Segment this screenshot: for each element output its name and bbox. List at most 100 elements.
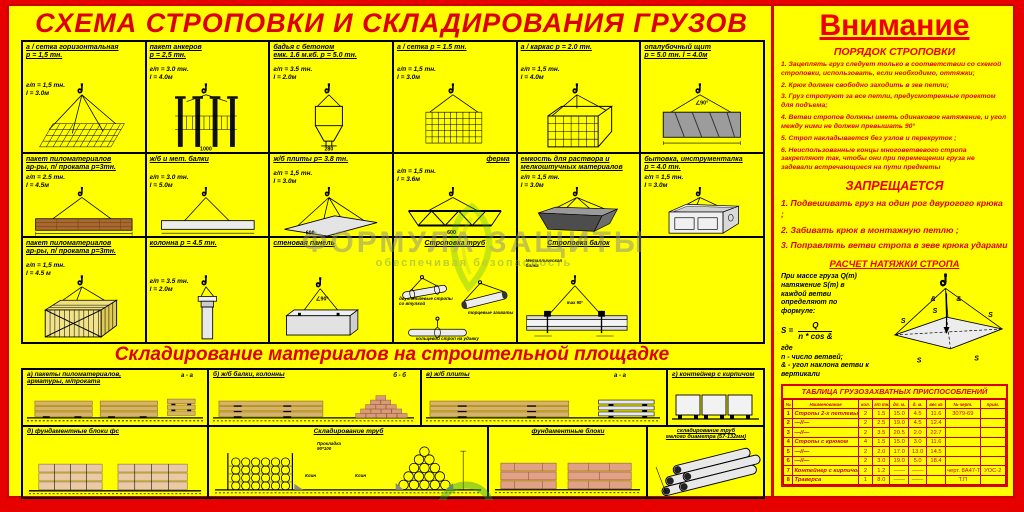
angle-label: ∠90° xyxy=(696,100,709,106)
order-item: 6. Неиспользованные концы многоветвевого… xyxy=(781,146,975,172)
dimension-label: 600 xyxy=(447,230,456,236)
storage-cell-foundation-blocks: фундаментные блоки xyxy=(488,426,647,498)
cell-spec: г/п = 3.5 тн. l = 2.0м xyxy=(273,66,313,82)
formula-fraction: Q n * cos & xyxy=(798,321,833,342)
cell-spec: г/п = 1,5 тн. l = 4.0м xyxy=(520,66,560,82)
cell-title: ж/б и мет. балки xyxy=(149,156,209,163)
cell-lumber-crate: пакет пиломатериалов ар-ры, п/ проката р… xyxy=(22,237,146,343)
poster-inner: СХЕМА СТРОПОВКИ И СКЛАДИРОВАНИЯ ГРУЗОВ а… xyxy=(7,4,1015,500)
cell-spec: г/п = 1,5 тн. l = 3.0м xyxy=(396,66,436,82)
formwork-panel-diagram: ∠90° xyxy=(663,83,742,145)
pipes-storage-diagram xyxy=(214,446,482,494)
storage-cell-title: д) фундаментные блоки фс xyxy=(27,428,120,435)
calc-note: где n - число ветвей; & - угол наклона в… xyxy=(781,344,869,379)
cell-title: Строповка труб xyxy=(424,240,486,247)
devices-table-title: ТАБЛИЦА ГРУЗОЗАХВАТНЫХ ПРИСПОСОБЛЕНИЙ xyxy=(783,386,1006,399)
foundation-blocks-fs-diagram xyxy=(28,463,202,495)
cell-mortar-container: емкость для раствора и мелкоштучных мате… xyxy=(516,153,641,237)
devices-table-head: № Наименование кол. г/п тн. дл. м. д. м.… xyxy=(782,398,1007,410)
cell-frame-cage: а / каркас р = 2.0 тн. г/п = 1,5 тн. l =… xyxy=(516,41,641,153)
pipe-sling-label-2: торцевые захваты xyxy=(467,310,514,315)
cell-title: а / сетка р = 1.5 тн. xyxy=(396,44,467,51)
storage-cell-title: г) контейнер с кирпичом xyxy=(672,371,755,378)
cell-title: ферма xyxy=(486,156,510,163)
storage-row-1: а) пакеты пиломатериалов, арматуры, м/пр… xyxy=(21,368,765,427)
small-pipes-diagram xyxy=(655,446,762,497)
formula-numerator: Q xyxy=(798,321,833,332)
col-header: Наименование xyxy=(792,398,859,410)
devices-table-box: ТАБЛИЦА ГРУЗОЗАХВАТНЫХ ПРИСПОСОБЛЕНИЙ № … xyxy=(781,383,1008,488)
net-diagram xyxy=(425,83,483,144)
cell-anchor-pack: пакет анкеров р = 2,5 тн. г/п = 3.0 тн. … xyxy=(145,41,270,153)
cell-spec: г/п = 1,5 тн. l = 3.0м xyxy=(273,170,313,186)
pipe-storage-label-wedge-1: Клин xyxy=(305,473,317,478)
cell-spec: г/п = 3.5 тн. l = 2.0м xyxy=(149,278,189,294)
beam-label: Металлическая балка xyxy=(525,258,562,269)
cell-column: колонна р = 4.5 тн. г/п = 3.5 тн. l = 2.… xyxy=(145,237,270,343)
storage-cell-title: Складирование труб xyxy=(313,428,384,435)
cell-title: опалубочный щит р = 5.0 тн. l = 4.0м xyxy=(644,44,711,60)
lumber-pack-diagram xyxy=(35,186,133,236)
cell-truss: ферма г/п = 1,5 тн. l = 3.6м 600 xyxy=(392,153,517,237)
col-header: д. м. xyxy=(908,398,928,410)
storage-cell-foundation-blocks-fs: д) фундаментные блоки фс xyxy=(22,426,208,498)
cell-title: а / сетка горизонтальная р = 1,5 тн. xyxy=(26,44,119,60)
storage-row-2: д) фундаментные блоки фс Складирование т… xyxy=(21,425,765,499)
beams-storage-diagram xyxy=(212,395,415,422)
cell-empty xyxy=(640,237,764,343)
cell-title: емкость для раствора и мелкоштучных мате… xyxy=(520,156,623,172)
cell-spec: г/п = 1,5 тн. l = 3.0м xyxy=(644,174,684,190)
calc-block: При массе груза Q(m) натяжение S(m) в ка… xyxy=(781,273,1008,380)
attention-title: Внимание xyxy=(819,9,970,42)
storage-cell-small-pipes: складирование труб малого диаметра (57-1… xyxy=(647,426,764,498)
storage-cell-title: фундаментные блоки xyxy=(531,428,605,435)
calc-intro: При массе груза Q(m) натяжение S(m) в ка… xyxy=(781,273,857,316)
storage-cell-slabs: в) ж/б плиты а - а xyxy=(421,369,667,426)
order-item: 4. Ветви стропов должны иметь одинаковое… xyxy=(781,114,1007,130)
slabs-diagram: 600 xyxy=(284,186,378,236)
cell-beam-slinging: Строповка балок Металлическая балка max … xyxy=(516,237,641,343)
section-mark: б - б xyxy=(393,373,406,379)
col-header: вес кг xyxy=(926,398,946,410)
cell-spec: г/п = 1,5 тн. l = 3.0м xyxy=(520,174,560,190)
storage-section-title: Складирование материалов на строительной… xyxy=(114,344,670,365)
pipe-storage-label-wedge-2: Клин xyxy=(355,473,367,478)
storage-cell-title: в) ж/б плиты xyxy=(426,371,470,378)
cell-title: пакет пиломатериалов ар-ры, п/ проката р… xyxy=(26,156,116,172)
svg-text:S: S xyxy=(988,312,993,319)
slabs-storage-diagram xyxy=(425,399,661,422)
attention-panel: Внимание ПОРЯДОК СТРОПОВКИ 1. Зацеплять … xyxy=(771,6,1013,496)
forbidden-list: 1. Подвешивать груз на один рог двурогог… xyxy=(781,198,1008,251)
mortar-container-diagram xyxy=(537,186,618,233)
calc-heading: РАСЧЕТ НАТЯЖКИ СТРОПА xyxy=(829,259,960,271)
dimension-label: 1000 xyxy=(200,146,212,152)
brick-container-diagram xyxy=(672,394,759,420)
col-header: кол. xyxy=(857,398,874,410)
cell-net-horizontal: а / сетка горизонтальная р = 1,5 тн. г/п… xyxy=(22,41,146,153)
beam-slinging-diagram: max 90° xyxy=(525,275,628,337)
storage-cell-brick-container: г) контейнер с кирпичом xyxy=(667,369,764,426)
cell-spec: г/п = 1,5 тн. l = 3.6м xyxy=(396,168,436,184)
cell-net: а / сетка р = 1.5 тн. г/п = 1,5 тн. l = … xyxy=(392,41,517,153)
pipe-slinging-diagram xyxy=(402,275,508,338)
formula: S = Q n * cos & xyxy=(781,321,889,342)
forbidden-item: 3. Поправлять ветви стропа в зеве крюка … xyxy=(781,240,1008,251)
order-item: 2. Крюк должен свободно заходить в зев п… xyxy=(781,81,950,89)
forbidden-heading: ЗАПРЕЩАЕТСЯ xyxy=(845,179,944,194)
cell-title: бадья с бетоном емк. 1.6 м.кб. р = 5.0 т… xyxy=(273,44,357,60)
calc-text: При массе груза Q(m) натяжение S(m) в ка… xyxy=(781,273,889,380)
cell-title: бытовка, инструменталка р = 4.0 тн. xyxy=(644,156,743,172)
svg-text:S: S xyxy=(901,318,906,325)
cell-title: стеновая панель xyxy=(273,240,335,247)
poster-title: СХЕМА СТРОПОВКИ И СКЛАДИРОВАНИЯ ГРУЗОВ xyxy=(35,8,748,38)
svg-text:S: S xyxy=(933,308,938,315)
anchor-pack-diagram: 1000 xyxy=(174,83,238,152)
order-heading: ПОРЯДОК СТРОПОВКИ xyxy=(833,46,956,58)
cell-title: ж/б плиты р= 3.8 тн. xyxy=(273,156,349,163)
order-item: 1. Зацеплять груз следует только в соотв… xyxy=(781,61,1002,77)
truss-diagram: 600 xyxy=(408,186,502,236)
